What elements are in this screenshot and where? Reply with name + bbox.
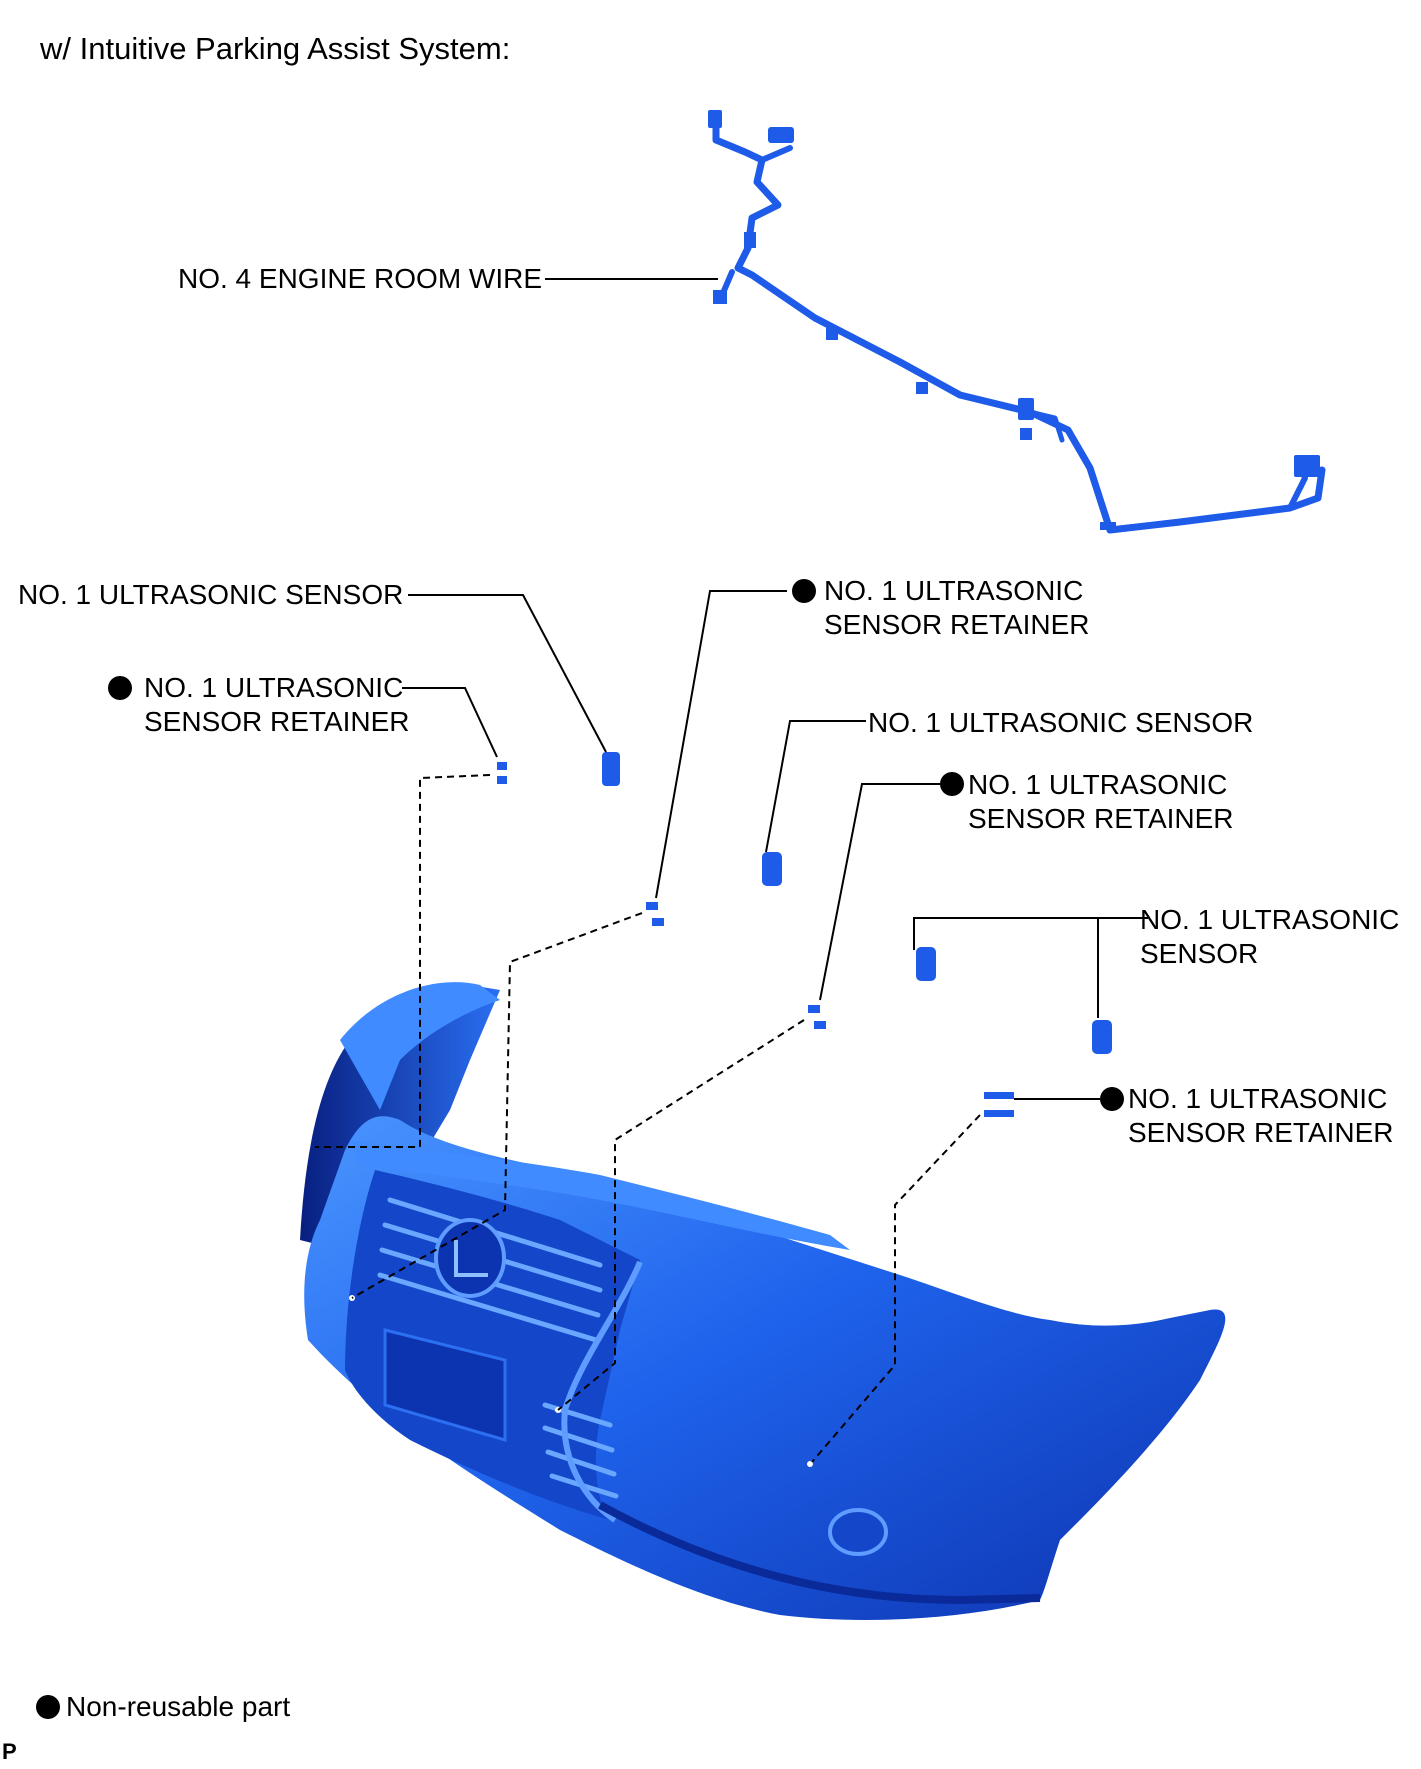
label-sensor-mid: NO. 1 ULTRASONIC SENSOR [868, 707, 1254, 738]
retainer-part [646, 902, 658, 910]
label-engine-room-wire: NO. 4 ENGINE ROOM WIRE [178, 263, 543, 294]
page-title: w/ Intuitive Parking Assist System: [40, 31, 511, 66]
dashed-install-lines [315, 774, 981, 1463]
sensor-part [762, 852, 782, 886]
sensor-line-1: NO. 1 ULTRASONIC [1140, 904, 1400, 935]
sensor-part [1092, 1020, 1112, 1054]
retainer-part [984, 1092, 1014, 1099]
non-reusable-dot-icon [36, 1695, 60, 1719]
retainer-line-1: NO. 1 ULTRASONIC [144, 672, 404, 703]
retainer-part [814, 1021, 826, 1029]
retainer-part [497, 776, 507, 784]
fog-lamp [828, 1508, 888, 1556]
retainer-part [808, 1005, 820, 1013]
retainer-line-1: NO. 1 ULTRASONIC [824, 575, 1084, 606]
retainer-part [497, 762, 507, 770]
retainer-part [652, 918, 664, 926]
retainer-part [984, 1110, 1014, 1117]
retainer-line-1: NO. 1 ULTRASONIC [1128, 1083, 1388, 1114]
label-sensor-right: NO. 1 ULTRASONIC SENSOR [1140, 903, 1399, 971]
wire-clips [708, 110, 1320, 530]
label-retainer-bottom-right: NO. 1 ULTRASONIC SENSOR RETAINER [1128, 1082, 1394, 1150]
leader-lines [402, 278, 1148, 1100]
retainer-line-2: SENSOR RETAINER [968, 803, 1234, 834]
retainer-line-2: SENSOR RETAINER [824, 609, 1090, 640]
label-retainer-left: NO. 1 ULTRASONIC SENSOR RETAINER [144, 671, 410, 739]
front-bumper-cover [300, 982, 1226, 1620]
sensor-retainers [497, 762, 1014, 1117]
retainer-line-1: NO. 1 ULTRASONIC [968, 769, 1228, 800]
emblem [434, 1218, 506, 1298]
engine-room-wire-harness [712, 111, 1326, 534]
label-retainer-mid: NO. 1 ULTRASONIC SENSOR RETAINER [968, 768, 1234, 836]
sensor-part [602, 752, 620, 786]
label-sensor-top-left: NO. 1 ULTRASONIC SENSOR [18, 579, 404, 610]
legend-text: Non-reusable part [66, 1691, 291, 1722]
retainer-line-2: SENSOR RETAINER [144, 706, 410, 737]
non-reusable-markers [108, 579, 1124, 1111]
retainer-line-2: SENSOR RETAINER [1128, 1117, 1394, 1148]
sensor-part [916, 947, 936, 981]
page-code: P [2, 1739, 17, 1764]
sensor-line-2: SENSOR [1140, 938, 1259, 969]
legend-non-reusable: Non-reusable part [36, 1690, 290, 1724]
label-retainer-top-right: NO. 1 ULTRASONIC SENSOR RETAINER [824, 574, 1090, 642]
ultrasonic-sensors [602, 752, 1112, 1054]
